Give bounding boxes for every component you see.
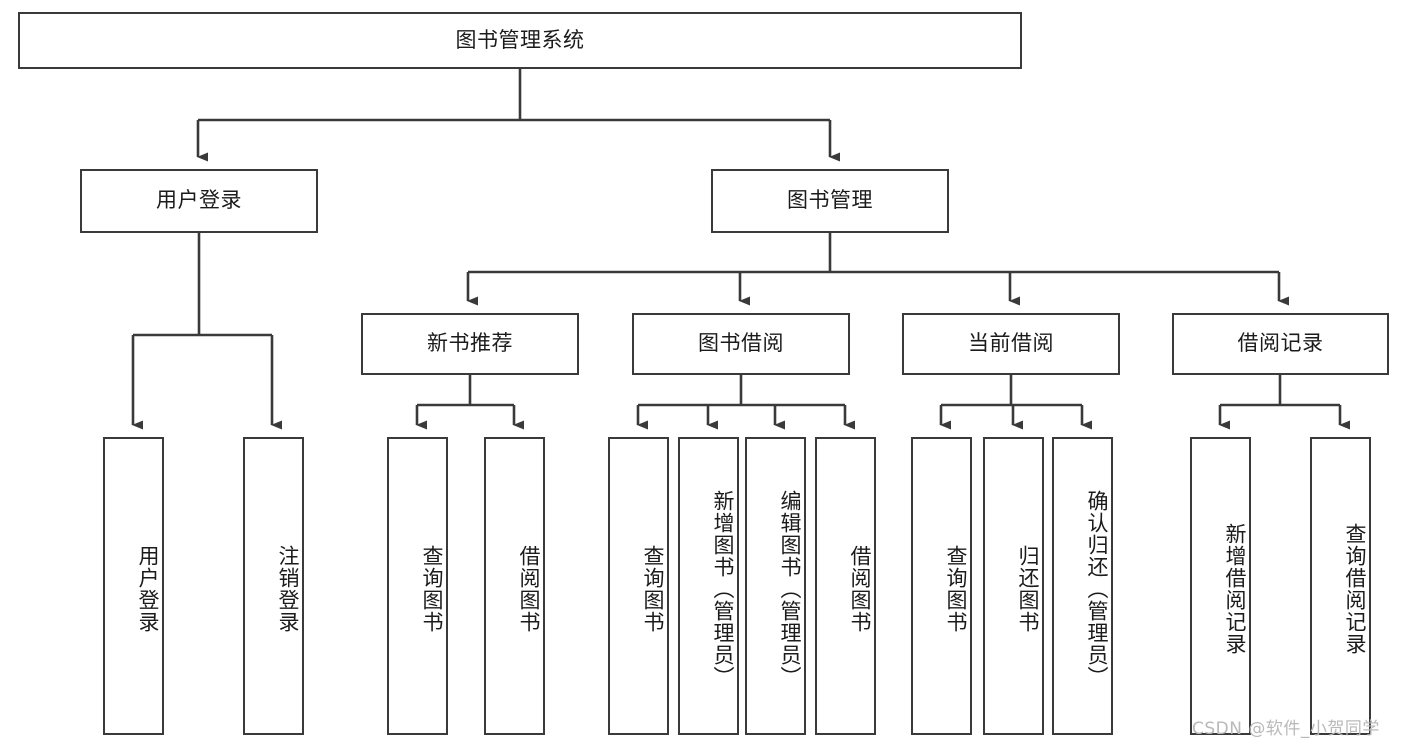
connector-group-borrow [636, 375, 855, 430]
leaf-borrow-book[interactable]: 借阅图书 [815, 437, 876, 735]
leaf-query-book-current[interactable]: 查询图书 [911, 437, 972, 735]
leaf-logout[interactable]: 注销登录 [243, 437, 304, 735]
leaf-edit-book-admin[interactable]: 编辑图书（管理员） [745, 437, 806, 735]
leaf-query-book-borrow[interactable]: 查询图书 [608, 437, 669, 735]
leaf-query-book-rec[interactable]: 查询图书 [387, 437, 448, 735]
leaf-borrow-book-rec[interactable]: 借阅图书 [484, 437, 545, 735]
connector-group-current-borrow [939, 375, 1092, 430]
connector-group-book-manage [466, 233, 1289, 306]
node-current-borrow[interactable]: 当前借阅 [902, 313, 1120, 375]
leaf-add-borrow-record[interactable]: 新增借阅记录 [1190, 437, 1251, 735]
leaf-confirm-return-admin[interactable]: 确认归还（管理员） [1052, 437, 1113, 735]
connector-group-user-login [131, 233, 282, 430]
node-user-login[interactable]: 用户登录 [80, 169, 318, 233]
leaf-add-book-admin[interactable]: 新增图书（管理员） [678, 437, 739, 735]
node-new-book-recommend[interactable]: 新书推荐 [361, 313, 579, 375]
leaf-return-book[interactable]: 归还图书 [983, 437, 1044, 735]
connector-group-root [196, 69, 840, 162]
node-root[interactable]: 图书管理系统 [18, 12, 1022, 69]
connector-group-records [1218, 375, 1350, 430]
node-book-borrow[interactable]: 图书借阅 [632, 313, 850, 375]
connector-group-new-book [415, 375, 524, 430]
node-book-management[interactable]: 图书管理 [711, 169, 949, 233]
csdn-watermark: CSDN @软件_小贺同学 [1192, 719, 1380, 739]
leaf-user-login[interactable]: 用户登录 [103, 437, 164, 735]
leaf-query-borrow-record[interactable]: 查询借阅记录 [1310, 437, 1371, 735]
node-borrow-records[interactable]: 借阅记录 [1172, 313, 1389, 375]
